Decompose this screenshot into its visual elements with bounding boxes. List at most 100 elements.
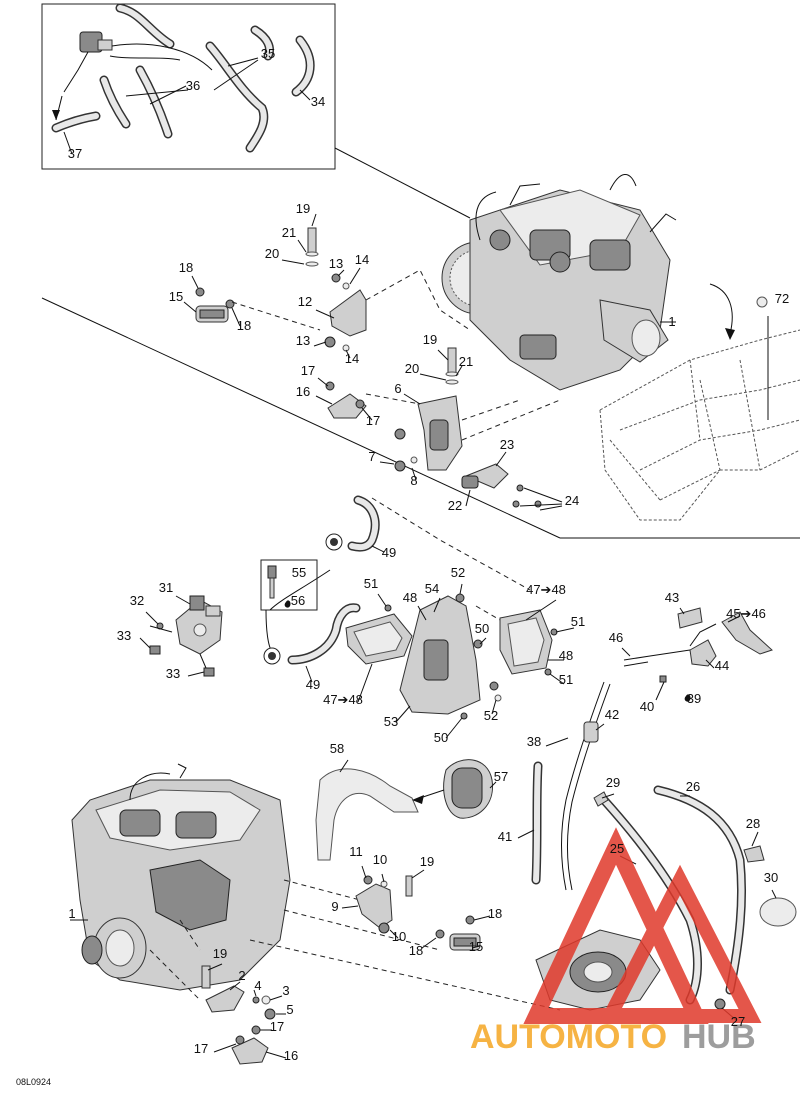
part-label-l7: 7 bbox=[368, 449, 375, 464]
part-label-l36: 36 bbox=[186, 78, 200, 93]
part-label-l41: 41 bbox=[498, 829, 512, 844]
part-label-l11: 11 bbox=[349, 844, 363, 859]
part-label-l17b: 17 bbox=[366, 413, 380, 428]
part-label-l51a: 51 bbox=[364, 576, 378, 591]
part-label-l15b: 15 bbox=[469, 939, 483, 954]
part-label-l52b: 52 bbox=[484, 708, 498, 723]
part-label-l6: 6 bbox=[394, 381, 401, 396]
part-label-l14a: 14 bbox=[355, 252, 369, 267]
part-label-l21b: 21 bbox=[459, 354, 473, 369]
part-label-l18d: 18 bbox=[409, 943, 423, 958]
part-label-l1a: 1 bbox=[668, 314, 675, 329]
upper-mounts bbox=[183, 213, 563, 511]
part-label-l17a: 17 bbox=[301, 363, 315, 378]
part-label-l20a: 20 bbox=[265, 246, 279, 261]
part-label-l54: 54 bbox=[425, 581, 439, 596]
exhaust-group bbox=[535, 785, 797, 1021]
watermark-text-2: HUB bbox=[682, 1018, 756, 1056]
part-label-l3: 3 bbox=[282, 983, 289, 998]
part-label-l18c: 18 bbox=[488, 906, 502, 921]
part-label-l27: 27 bbox=[731, 1014, 745, 1029]
part-label-l10b: 10 bbox=[392, 929, 406, 944]
ecm-bracket-group bbox=[345, 583, 575, 739]
part-label-l26: 26 bbox=[686, 779, 700, 794]
part-label-l48a: 48 bbox=[403, 590, 417, 605]
part-label-l13a: 13 bbox=[329, 256, 343, 271]
part-label-l46: 46 bbox=[609, 630, 623, 645]
part-label-l12: 12 bbox=[298, 294, 312, 309]
engine-bottom bbox=[70, 763, 561, 1011]
part-label-l51c: 51 bbox=[559, 672, 573, 687]
part-label-l8: 8 bbox=[410, 473, 417, 488]
part-label-l22: 22 bbox=[448, 498, 462, 513]
part-label-l37: 37 bbox=[68, 146, 82, 161]
part-label-l16a: 16 bbox=[296, 384, 310, 399]
part-label-l49a: 49 bbox=[382, 545, 396, 560]
part-label-l44: 44 bbox=[715, 658, 729, 673]
part-label-l58: 58 bbox=[330, 741, 344, 756]
part-label-l1b: 1 bbox=[68, 906, 75, 921]
part-label-l17d: 17 bbox=[194, 1041, 208, 1056]
part-label-l39: 39 bbox=[687, 691, 701, 706]
leader-inset bbox=[334, 147, 471, 219]
part-label-l48b: 48 bbox=[559, 648, 573, 663]
spark-wires bbox=[260, 495, 531, 683]
chassis-frame bbox=[599, 283, 800, 521]
part-label-l16b: 16 bbox=[284, 1048, 298, 1063]
part-label-l28: 28 bbox=[746, 816, 760, 831]
part-label-l53: 53 bbox=[384, 714, 398, 729]
lower-mounts bbox=[201, 865, 491, 1065]
part-label-l51b: 51 bbox=[571, 614, 585, 629]
intake-group bbox=[315, 759, 497, 861]
part-label-l17c: 17 bbox=[270, 1019, 284, 1034]
part-label-l35: 35 bbox=[261, 46, 275, 61]
part-label-l49b: 49 bbox=[306, 677, 320, 692]
part-label-l23: 23 bbox=[500, 437, 514, 452]
part-label-l40: 40 bbox=[640, 699, 654, 714]
part-label-l31: 31 bbox=[159, 580, 173, 595]
cable-group bbox=[517, 607, 773, 891]
part-label-l19b: 19 bbox=[423, 332, 437, 347]
part-label-l2: 2 bbox=[238, 968, 245, 983]
electrical-group bbox=[139, 595, 223, 677]
part-label-l50a: 50 bbox=[475, 621, 489, 636]
part-label-l45: 45➔46 bbox=[726, 606, 766, 621]
part-label-l14b: 14 bbox=[345, 351, 359, 366]
part-label-l57: 57 bbox=[494, 769, 508, 784]
part-label-l25: 25 bbox=[610, 841, 624, 856]
part-label-l9: 9 bbox=[331, 899, 338, 914]
part-label-l32: 32 bbox=[130, 593, 144, 608]
part-label-l19a: 19 bbox=[296, 201, 310, 216]
part-label-l19c: 19 bbox=[420, 854, 434, 869]
part-label-l24: 24 bbox=[565, 493, 579, 508]
hose-inset bbox=[41, 3, 336, 170]
part-label-l43: 43 bbox=[665, 590, 679, 605]
part-label-l19d: 19 bbox=[213, 946, 227, 961]
part-label-l33a: 33 bbox=[117, 628, 131, 643]
part-label-l50b: 50 bbox=[434, 730, 448, 745]
part-label-l5: 5 bbox=[286, 1002, 293, 1017]
watermark-text-1: AUTOMOTO bbox=[470, 1018, 667, 1056]
part-label-l4: 4 bbox=[254, 978, 261, 993]
part-label-l10a: 10 bbox=[373, 852, 387, 867]
part-label-l55: 55 bbox=[292, 565, 306, 580]
part-label-l13b: 13 bbox=[296, 333, 310, 348]
part-label-l20b: 20 bbox=[405, 361, 419, 376]
engine-top bbox=[441, 174, 677, 391]
part-label-l47a: 47➔48 bbox=[526, 582, 566, 597]
part-label-l21a: 21 bbox=[282, 225, 296, 240]
part-label-l18a: 18 bbox=[179, 260, 193, 275]
part-label-l56: 56 bbox=[291, 593, 305, 608]
part-label-l15a: 15 bbox=[169, 289, 183, 304]
part-label-l47b: 47➔48 bbox=[323, 692, 363, 707]
watermark: AUTOMOTO HUB bbox=[470, 827, 762, 1056]
part-label-l18b: 18 bbox=[237, 318, 251, 333]
ref-code: 08L0924 bbox=[16, 1077, 51, 1087]
part-label-l29: 29 bbox=[606, 775, 620, 790]
part-label-l42: 42 bbox=[605, 707, 619, 722]
divider-line bbox=[41, 297, 561, 539]
part-label-l33b: 33 bbox=[166, 666, 180, 681]
part-label-l34: 34 bbox=[311, 94, 325, 109]
part-label-l72: 72 bbox=[775, 291, 789, 306]
